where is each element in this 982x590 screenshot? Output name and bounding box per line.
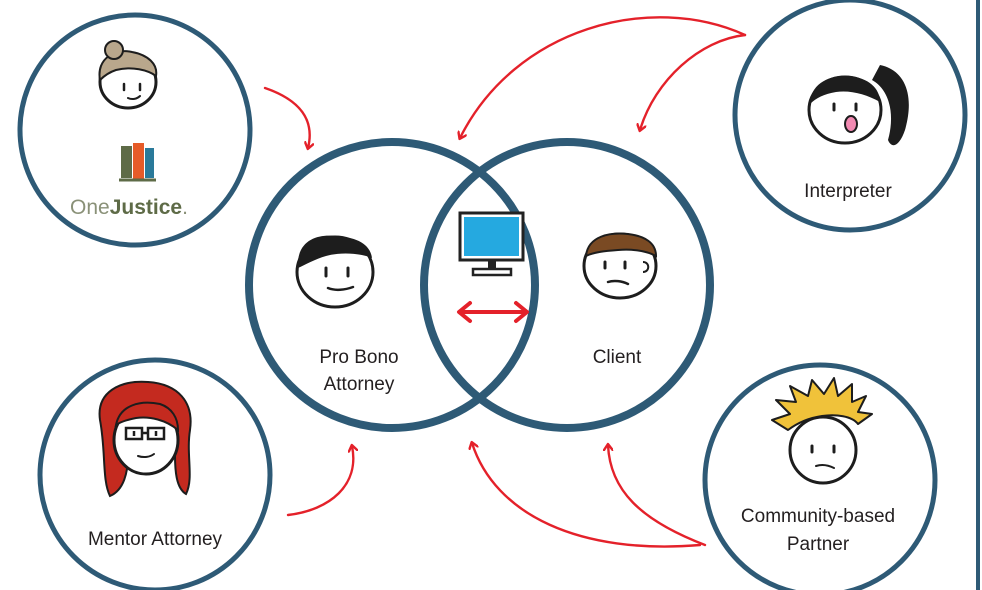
attorney-label-line2: Attorney: [324, 374, 395, 395]
arrow-interpreter-to-client: [640, 33, 747, 130]
arrows: [263, 16, 747, 548]
onejustice-ring: [17, 12, 253, 248]
logo-text-dot: .: [182, 196, 188, 219]
mentor-ring: [37, 357, 273, 590]
arrow-interpreter-to-attorney: [460, 16, 747, 138]
arrow-onejustice-to-attorney: [263, 86, 310, 148]
onejustice-logo: OneJustice.: [70, 143, 188, 219]
community-label-line2: Partner: [787, 534, 850, 555]
community-face-icon: [771, 377, 873, 485]
logo-book-icon: [121, 146, 132, 178]
attorney-ring: [245, 138, 539, 432]
logo-text-one: One: [70, 196, 110, 219]
logo-text-justice: Justice: [110, 196, 182, 219]
onejustice-person-icon: [98, 40, 158, 110]
attorney-face-icon: [295, 235, 375, 309]
mentor-label: Mentor Attorney: [88, 529, 223, 550]
client-label: Client: [593, 347, 642, 368]
community-label-line1: Community-based: [741, 506, 895, 527]
interpreter-face-icon: [807, 65, 909, 146]
community-ring: [702, 362, 938, 590]
interpreter-ring: [732, 0, 968, 233]
svg-text:OneJustice.: OneJustice.: [70, 196, 188, 219]
arrow-mentor-to-attorney: [286, 446, 353, 517]
computer-monitor-icon: [458, 211, 525, 277]
mentor-face-icon: [98, 380, 192, 498]
interpreter-label: Interpreter: [804, 181, 892, 202]
client-face-icon: [582, 232, 658, 300]
attorney-label-line1: Pro Bono: [319, 347, 398, 368]
arrow-community-to-attorney: [472, 443, 702, 548]
arrow-community-to-client: [608, 445, 707, 547]
client-ring: [420, 138, 714, 432]
double-arrow-icon: [457, 301, 529, 323]
